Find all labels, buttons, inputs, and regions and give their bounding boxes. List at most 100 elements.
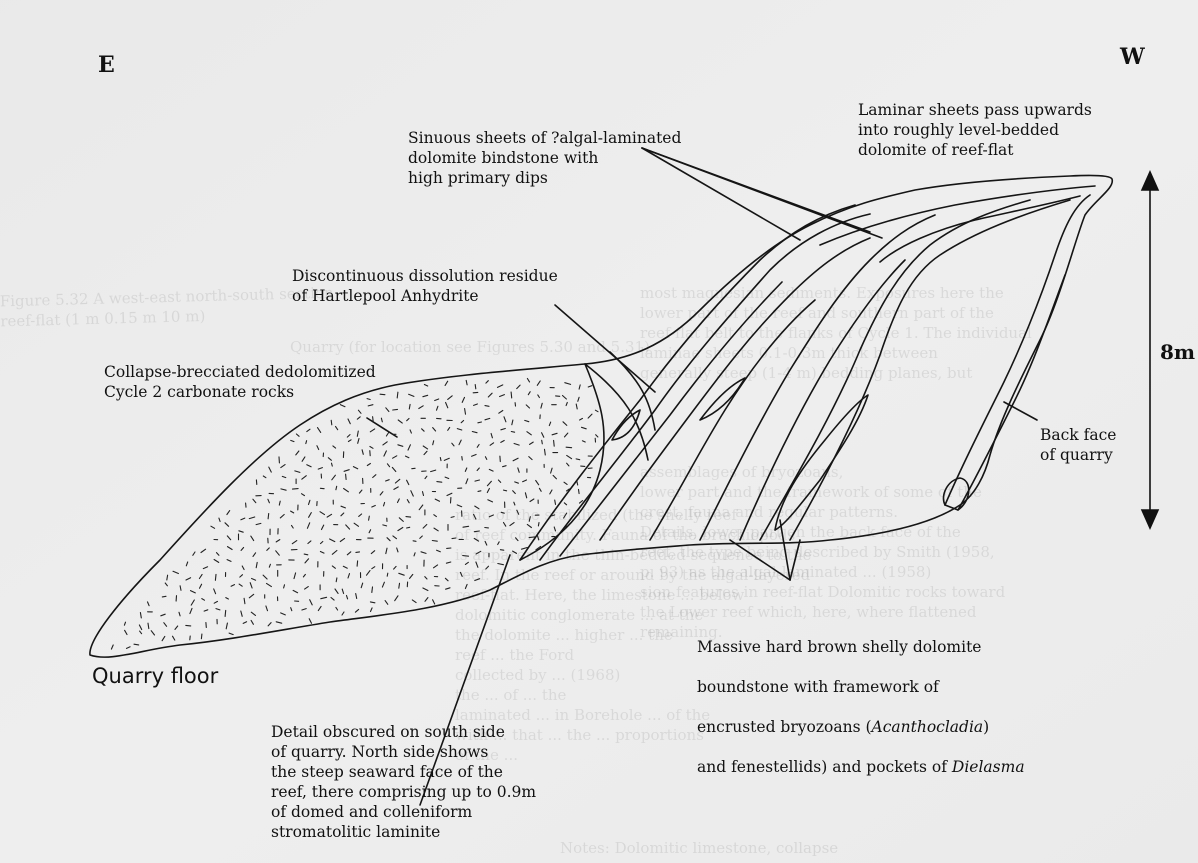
breccia-fragment	[576, 459, 580, 460]
breccia-fragment	[249, 517, 254, 519]
breccia-fragment	[227, 560, 231, 562]
breccia-fragment	[431, 470, 436, 472]
breccia-fragment	[566, 447, 572, 448]
breccia-fragment	[336, 486, 337, 489]
breccia-fragment	[180, 586, 181, 591]
breccia-fragment	[191, 600, 194, 605]
breccia-fragment	[577, 481, 578, 485]
breccia-fragment	[420, 536, 423, 538]
breccia-fragment	[320, 552, 324, 554]
breccia-fragment	[302, 457, 305, 461]
breccia-fragment	[343, 566, 347, 568]
breccia-fragment	[252, 579, 256, 581]
breccia-fragment	[281, 489, 286, 490]
acanthocladia-name: Acanthocladia	[872, 718, 984, 736]
breccia-fragment	[386, 480, 390, 481]
breccia-fragment	[215, 574, 216, 580]
breccia-fragment	[500, 550, 503, 551]
breccia-fragment	[474, 514, 476, 519]
breccia-fragment	[239, 584, 242, 586]
breccia-fragment	[386, 548, 387, 553]
breccia-fragment	[527, 524, 531, 527]
breccia-fragment	[371, 551, 374, 554]
breccia-fragment	[395, 479, 399, 483]
breccia-fragment	[328, 458, 331, 461]
breccia-fragment	[466, 380, 467, 384]
breccia-fragment	[276, 622, 282, 623]
breccia-fragment	[204, 610, 208, 611]
breccia-fragment	[241, 611, 242, 616]
breccia-fragment	[341, 506, 345, 508]
breccia-fragment	[445, 477, 449, 478]
breccia-fragment	[302, 494, 305, 496]
breccia-fragment	[241, 518, 245, 520]
breccia-fragment	[332, 551, 337, 555]
breccia-fragment	[124, 622, 125, 625]
breccia-fragment	[541, 403, 542, 408]
breccia-fragment	[485, 418, 490, 419]
breccia-fragment	[251, 536, 254, 541]
breccia-fragment	[253, 499, 256, 503]
breccia-fragment	[394, 487, 398, 490]
breccia-fragment	[475, 480, 480, 481]
breccia-fragment	[226, 598, 229, 599]
breccia-fragment	[140, 613, 141, 618]
breccia-fragment	[344, 489, 349, 492]
breccia-fragment	[295, 471, 300, 473]
breccia-fragment	[269, 564, 270, 567]
breccia-fragment	[424, 451, 427, 454]
breccia-fragment	[539, 488, 541, 491]
breccia-fragment	[331, 420, 332, 425]
massive-dolomite-text: and fenestellids) and pockets of	[697, 758, 952, 776]
breccia-fragment	[335, 589, 338, 593]
breccia-fragment	[398, 445, 403, 447]
breccia-fragment	[304, 554, 308, 555]
breccia-fragment	[511, 432, 514, 433]
massive-dolomite-line-3: encrusted bryozoans (Acanthocladia)	[697, 717, 1077, 737]
breccia-fragment	[321, 597, 327, 598]
breccia-fragment	[595, 410, 598, 412]
breccia-fragment	[193, 552, 195, 555]
breccia-fragment	[190, 608, 192, 613]
breccia-fragment	[478, 422, 482, 423]
breccia-fragment	[588, 386, 592, 387]
breccia-fragment	[579, 385, 580, 389]
dolomite-lens	[775, 395, 868, 530]
breccia-fragment	[407, 527, 410, 528]
breccia-fragment	[409, 404, 410, 409]
breccia-fragment	[477, 468, 479, 471]
breccia-fragment	[357, 561, 358, 566]
breccia-fragment	[461, 421, 463, 423]
breccia-fragment	[173, 571, 178, 573]
breccia-fragment	[582, 427, 587, 429]
breccia-fragment	[320, 512, 325, 515]
breccia-fragment	[423, 446, 427, 449]
breccia-fragment	[549, 422, 550, 426]
breccia-fragment	[409, 394, 414, 396]
breccia-fragment	[318, 428, 321, 433]
breccia-fragment	[256, 562, 257, 567]
breccia-fragment	[305, 559, 309, 563]
breccia-fragment	[372, 506, 376, 508]
breccia-fragment	[387, 464, 389, 467]
breccia-fragment	[504, 490, 507, 491]
breccia-fragment	[293, 590, 298, 592]
breccia-fragment	[151, 631, 154, 635]
breccia-fragment	[386, 432, 389, 436]
massive-dolomite-line-4: and fenestellids) and pockets of Dielasm…	[697, 757, 1077, 777]
breccia-fragment	[529, 517, 530, 522]
breccia-fragment	[393, 536, 397, 539]
breccia-fragment	[525, 493, 526, 498]
breccia-fragment	[369, 516, 370, 520]
breccia-fragment	[370, 447, 373, 449]
breccia-fragment	[398, 499, 400, 503]
breccia-fragment	[202, 599, 205, 601]
breccia-fragment	[321, 542, 323, 544]
breccia-fragment	[465, 409, 466, 415]
breccia-fragment	[346, 525, 350, 529]
breccia-fragment	[302, 476, 307, 480]
breccia-fragment	[307, 465, 311, 467]
breccia-fragment	[528, 392, 530, 395]
breccia-fragment	[452, 538, 456, 539]
breccia-fragment	[529, 537, 535, 538]
